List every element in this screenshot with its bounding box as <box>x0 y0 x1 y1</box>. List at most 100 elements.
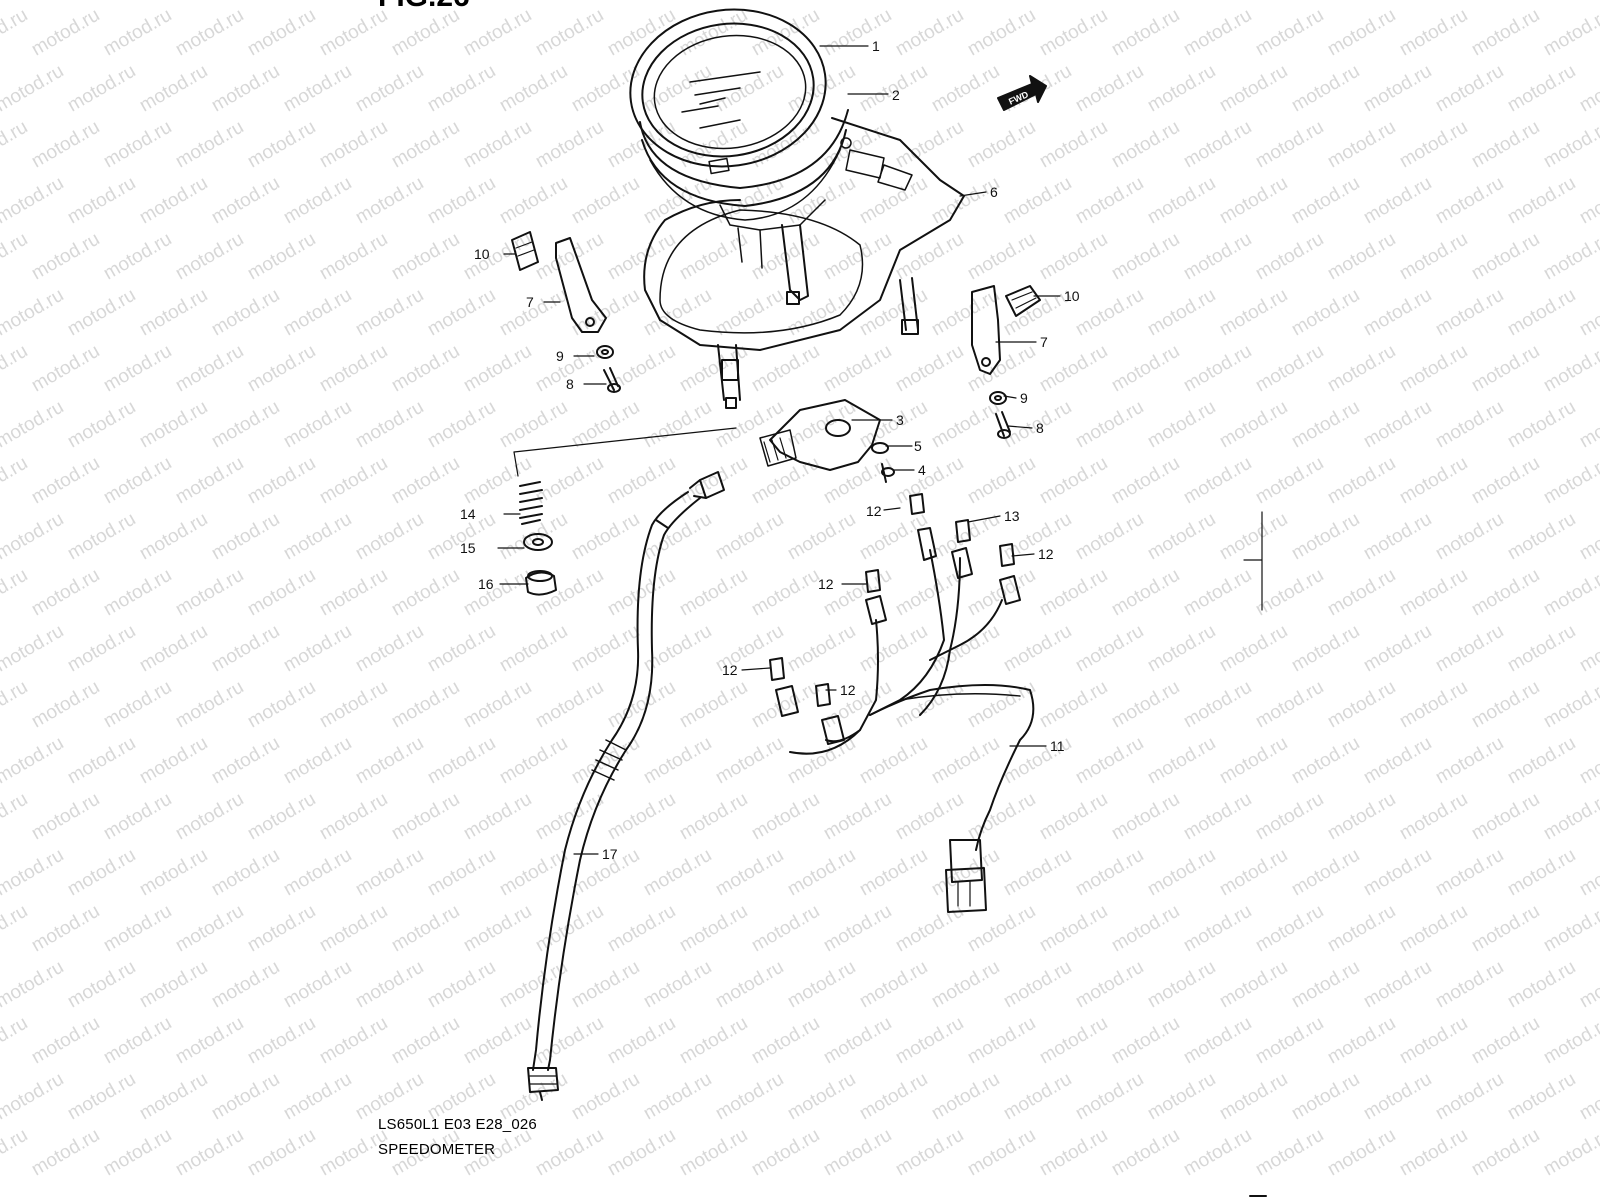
watermark-text: motod.ru <box>928 845 1003 901</box>
watermark-text: motod.ru <box>0 621 67 677</box>
watermark-text: motod.ru <box>1576 285 1600 341</box>
callout-7-right: 7 <box>1040 334 1048 350</box>
watermark-text: motod.ru <box>604 565 679 621</box>
watermark-text: motod.ru <box>604 1013 679 1069</box>
watermark-text: motod.ru <box>136 173 211 229</box>
watermark-text: motod.ru <box>604 117 679 173</box>
grommet <box>525 570 557 596</box>
callout-10-left: 10 <box>474 246 490 262</box>
watermark-text: motod.ru <box>136 397 211 453</box>
callout-16: 16 <box>478 576 494 592</box>
watermark-text: motod.ru <box>64 621 139 677</box>
watermark-text: motod.ru <box>460 117 535 173</box>
watermark-text: motod.ru <box>784 621 859 677</box>
watermark-text: motod.ru <box>1576 61 1600 117</box>
watermark-text: motod.ru <box>820 229 895 285</box>
watermark-text: motod.ru <box>0 341 31 397</box>
watermark-text: motod.ru <box>1108 5 1183 61</box>
watermark-text: motod.ru <box>208 509 283 565</box>
watermark-text: motod.ru <box>1072 621 1147 677</box>
watermark-text: motod.ru <box>496 61 571 117</box>
figure-title: FIG.26 <box>378 0 470 13</box>
watermark-text: motod.ru <box>1360 733 1435 789</box>
watermark-text: motod.ru <box>280 733 355 789</box>
watermark-text: motod.ru <box>424 285 499 341</box>
watermark-text: motod.ru <box>316 565 391 621</box>
watermark-text: motod.ru <box>604 789 679 845</box>
watermark-text: motod.ru <box>316 1013 391 1069</box>
watermark-text: motod.ru <box>1144 845 1219 901</box>
watermark-text: motod.ru <box>496 397 571 453</box>
watermark-text: motod.ru <box>496 957 571 1013</box>
watermark-text: motod.ru <box>1252 117 1327 173</box>
watermark-text: motod.ru <box>1324 789 1399 845</box>
watermark-text: motod.ru <box>892 453 967 509</box>
screw-gear <box>881 463 895 483</box>
watermark-text: motod.ru <box>1468 5 1543 61</box>
watermark-text: motod.ru <box>1144 509 1219 565</box>
watermark-text: motod.ru <box>1324 453 1399 509</box>
watermark-text: motod.ru <box>784 509 859 565</box>
watermark-text: motod.ru <box>424 845 499 901</box>
watermark-text: motod.ru <box>316 341 391 397</box>
watermark-text: motod.ru <box>280 0 355 4</box>
watermark-text: motod.ru <box>280 173 355 229</box>
watermark-text: motod.ru <box>1216 397 1291 453</box>
callout-3: 3 <box>896 412 904 428</box>
watermark-text: motod.ru <box>1396 565 1471 621</box>
rubber-right <box>1005 285 1041 317</box>
watermark-text: motod.ru <box>0 733 67 789</box>
watermark-text: motod.ru <box>244 1013 319 1069</box>
watermark-text: motod.ru <box>1252 677 1327 733</box>
watermark-text: motod.ru <box>820 1125 895 1181</box>
watermark-text: motod.ru <box>604 677 679 733</box>
watermark-text: motod.ru <box>460 789 535 845</box>
watermark-text: motod.ru <box>1072 845 1147 901</box>
watermark-text: motod.ru <box>1144 0 1219 4</box>
bulbs <box>769 493 1015 707</box>
watermark-text: motod.ru <box>208 285 283 341</box>
watermark-text: motod.ru <box>64 397 139 453</box>
watermark-text: motod.ru <box>388 5 463 61</box>
watermark-text: motod.ru <box>1036 1125 1111 1181</box>
watermark-text: motod.ru <box>1576 845 1600 901</box>
watermark-text: motod.ru <box>640 397 715 453</box>
callout-4: 4 <box>918 462 926 478</box>
watermark-text: motod.ru <box>1468 565 1543 621</box>
watermark-text: motod.ru <box>1540 1125 1600 1181</box>
watermark-text: motod.ru <box>1108 229 1183 285</box>
watermark-text: motod.ru <box>0 509 67 565</box>
watermark-text: motod.ru <box>568 509 643 565</box>
watermark-text: motod.ru <box>1000 0 1075 4</box>
watermark-text: motod.ru <box>1504 285 1579 341</box>
watermark-text: motod.ru <box>532 677 607 733</box>
watermark-text: motod.ru <box>0 1013 31 1069</box>
watermark-text: motod.ru <box>388 1013 463 1069</box>
watermark-text: motod.ru <box>1288 397 1363 453</box>
watermark-text: motod.ru <box>1540 117 1600 173</box>
watermark-text: motod.ru <box>676 229 751 285</box>
watermark-text: motod.ru <box>1576 509 1600 565</box>
callout-9-left: 9 <box>556 348 564 364</box>
watermark-text: motod.ru <box>208 845 283 901</box>
watermark-text: motod.ru <box>496 733 571 789</box>
watermark-text: motod.ru <box>1036 117 1111 173</box>
watermark-text: motod.ru <box>1324 229 1399 285</box>
watermark-text: motod.ru <box>712 0 787 4</box>
watermark-text: motod.ru <box>388 677 463 733</box>
watermark-text: motod.ru <box>784 845 859 901</box>
watermark-text: motod.ru <box>1540 5 1600 61</box>
watermark-text: motod.ru <box>964 565 1039 621</box>
watermark-text: motod.ru <box>352 957 427 1013</box>
watermark-text: motod.ru <box>712 509 787 565</box>
watermark-text: motod.ru <box>1216 621 1291 677</box>
watermark-text: motod.ru <box>280 1069 355 1125</box>
watermark-text: motod.ru <box>460 5 535 61</box>
watermark-text: motod.ru <box>712 733 787 789</box>
watermark-text: motod.ru <box>640 733 715 789</box>
watermark-text: motod.ru <box>28 1013 103 1069</box>
watermark-text: motod.ru <box>136 845 211 901</box>
watermark-text: motod.ru <box>928 61 1003 117</box>
watermark-text: motod.ru <box>0 1125 31 1181</box>
watermark-text: motod.ru <box>280 397 355 453</box>
